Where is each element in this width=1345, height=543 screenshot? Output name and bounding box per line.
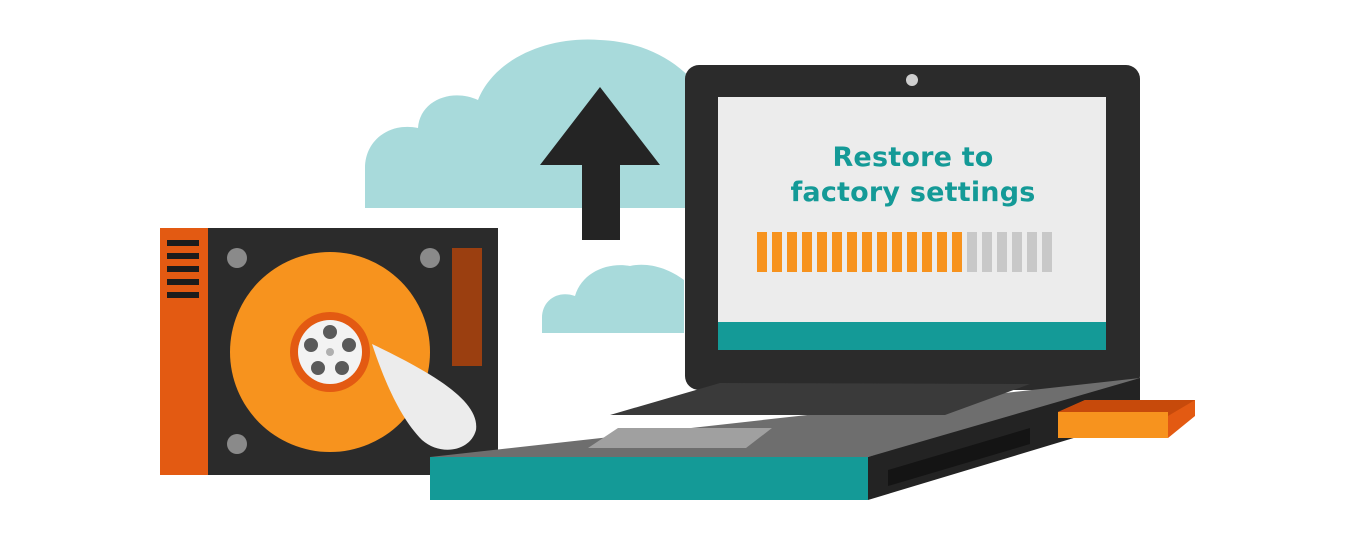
progress-segment-empty	[997, 232, 1007, 272]
progress-segment-filled	[862, 232, 872, 272]
progress-segment-filled	[757, 232, 767, 272]
progress-segment-filled	[802, 232, 812, 272]
screen-title: Restore to factory settings	[720, 140, 1106, 210]
laptop-icon	[430, 65, 1140, 500]
progress-segment-filled	[832, 232, 842, 272]
progress-segment-filled	[847, 232, 857, 272]
progress-segment-filled	[787, 232, 797, 272]
screen-title-line-2: factory settings	[790, 177, 1036, 208]
progress-segment-empty	[1027, 232, 1037, 272]
progress-segment-filled	[937, 232, 947, 272]
screen-title-line-1: Restore to	[832, 142, 994, 173]
progress-segment-filled	[907, 232, 917, 272]
small-cloud-icon	[542, 264, 684, 333]
hard-drive-icon	[160, 228, 498, 475]
progress-segment-empty	[1012, 232, 1022, 272]
restore-progress-bar	[757, 232, 1052, 272]
progress-segment-empty	[967, 232, 977, 272]
cloud-icon	[365, 39, 712, 208]
progress-segment-empty	[982, 232, 992, 272]
progress-segment-filled	[952, 232, 962, 272]
upload-arrow-icon	[540, 87, 660, 240]
progress-segment-filled	[877, 232, 887, 272]
progress-segment-filled	[772, 232, 782, 272]
progress-segment-filled	[922, 232, 932, 272]
progress-segment-filled	[817, 232, 827, 272]
usb-drive-icon	[1058, 400, 1195, 438]
progress-segment-filled	[892, 232, 902, 272]
progress-segment-empty	[1042, 232, 1052, 272]
